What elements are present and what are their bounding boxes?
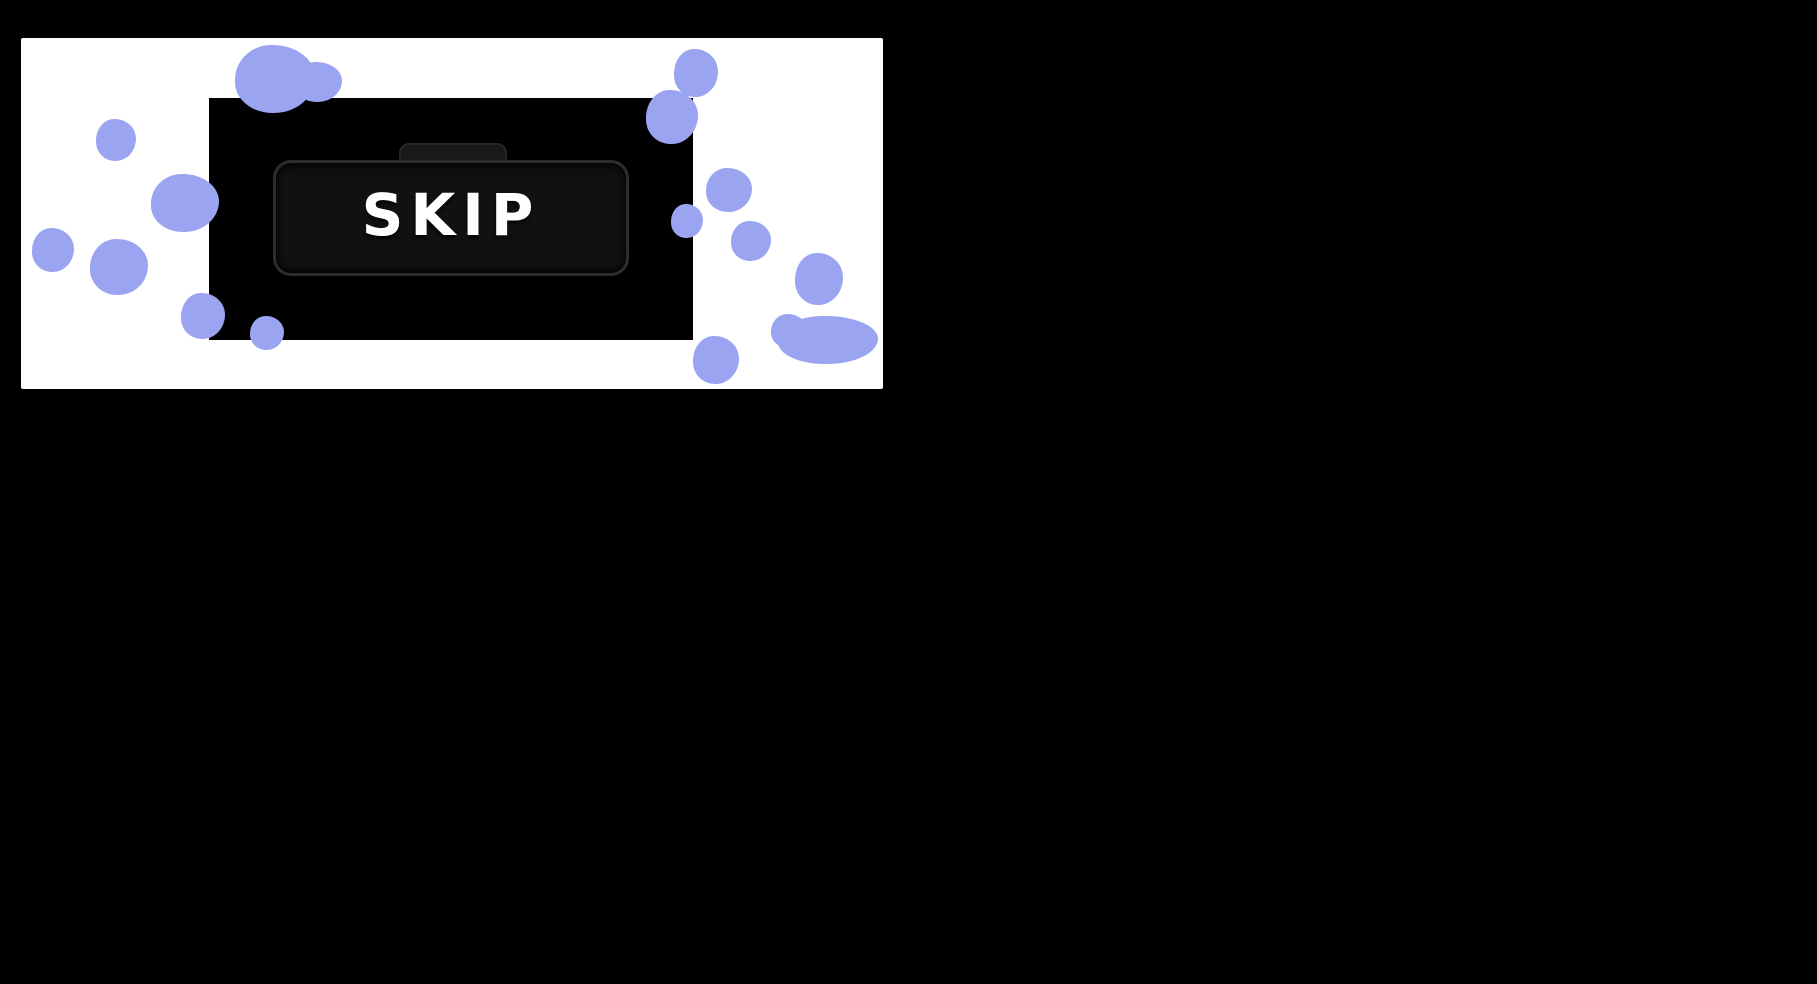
paint-blob [294,62,342,102]
paint-blob [731,221,771,261]
paint-blob [96,119,136,161]
paint-blob [693,336,739,384]
paint-blob [32,228,74,272]
skip-button[interactable]: SKIP [273,160,629,276]
paint-blob [778,316,878,364]
paint-blob [706,168,752,212]
paint-blob [795,253,843,305]
paint-blob [90,239,148,295]
paint-blob [674,49,718,97]
drawing-canvas[interactable]: SKIP [21,38,883,389]
skip-panel: SKIP [209,98,693,340]
paint-blob [771,314,807,348]
